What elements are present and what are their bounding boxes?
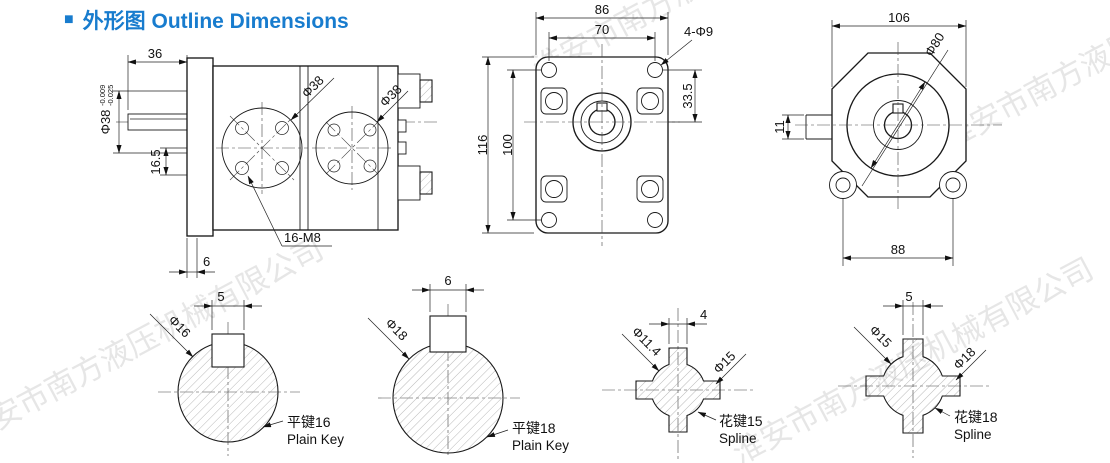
shaft-section (392, 342, 504, 454)
dim-text-116: 116 (475, 135, 490, 156)
watermark-text: 淮安市南方液压机械有限公司 (0, 231, 329, 451)
corner-hole (647, 62, 663, 78)
dim-text-phi18: Φ18 (383, 315, 411, 343)
key (429, 315, 467, 353)
dim-key-width-6: 6 (412, 273, 484, 312)
shaft-detail-key18: 6 Φ18 平键18 Plain Key (367, 273, 569, 458)
dim-text-4: 4 (700, 307, 707, 322)
detail-label: 平键16 Plain Key (262, 414, 344, 447)
dim-text-33-5: 33.5 (680, 83, 695, 108)
dim-text-36: 36 (148, 46, 162, 61)
dim-key-width-5: 5 (194, 289, 262, 330)
side-tab (805, 114, 832, 140)
dim-text-11: 11 (772, 120, 787, 134)
label-en: Plain Key (287, 432, 344, 447)
dim-minor-dia: Φ11.4 (621, 324, 664, 372)
dim-text-tol-lower: -0.025 (106, 85, 115, 106)
shaft-detail-spline15: 4 Φ11.4 Φ15 花键15 Spline (602, 307, 763, 460)
dim-offset-16-5: 16.5 (148, 147, 187, 176)
rear-gear-bore (312, 106, 392, 190)
dim-height-116: 116 (475, 56, 534, 234)
dim-flange-thickness: 6 (169, 238, 215, 278)
drive-shaft (127, 113, 188, 131)
dim-bolt-span-70: 70 (548, 22, 656, 61)
front-view: 86 70 4-Φ9 33.5 116 (475, 2, 713, 246)
front-gear-bore (216, 102, 308, 194)
corner-hole (541, 212, 557, 228)
dim-center-offset-33-5: 33.5 (663, 69, 702, 123)
port-boss-top (397, 73, 433, 109)
dim-tooth-width-5: 5 (883, 289, 943, 335)
side-view: 36 Φ38 -0.009 -0.025 16.5 Φ38 (98, 46, 438, 278)
dim-text-6: 6 (203, 254, 210, 269)
dim-tab-11: 11 (772, 114, 804, 140)
label-cn: 花键15 (719, 413, 763, 429)
foot-hole (835, 177, 851, 193)
dim-shaft-dia-18: Φ18 (367, 315, 411, 360)
dim-bolt-height-100: 100 (500, 69, 541, 221)
title-bullet-icon: ■ (64, 11, 74, 28)
dim-text-phi15: Φ15 (710, 348, 738, 376)
page-title: ■ 外形图 Outline Dimensions (64, 5, 349, 35)
dim-pilot-diameter: Φ38 -0.009 -0.025 (98, 85, 187, 154)
detail-label: 平键18 Plain Key (486, 420, 569, 453)
dim-text-106: 106 (888, 10, 910, 25)
dim-text-pilot: Φ38 (98, 110, 113, 135)
dim-text-key6: 6 (444, 273, 451, 288)
label-en: Spline (719, 431, 757, 446)
dim-foot-span-88: 88 (842, 199, 954, 266)
dim-shaft-length: 36 (127, 46, 188, 110)
dim-text-88: 88 (891, 242, 905, 257)
rear-view: Φ80 106 88 11 (772, 10, 1002, 266)
port-pads (540, 87, 664, 203)
dim-text-5: 5 (905, 289, 912, 304)
dim-width-106: 106 (831, 10, 967, 87)
foot-lug (939, 171, 967, 199)
dim-text-16-M8: 16-M8 (284, 230, 321, 245)
dim-major-dia: Φ15 (710, 348, 747, 385)
label-en: Spline (954, 427, 992, 442)
detail-label: 花键18 Spline (934, 407, 998, 442)
spline-section (635, 347, 721, 433)
dim-text-key5: 5 (217, 289, 224, 304)
port-boss-bottom (397, 165, 433, 201)
dim-text-70: 70 (595, 22, 609, 37)
label-cn: 平键18 (512, 420, 556, 436)
dim-text-86: 86 (595, 2, 609, 17)
dim-width-86: 86 (535, 2, 669, 55)
dim-text-phi11-4: Φ11.4 (629, 324, 664, 359)
dim-text-phi15: Φ15 (867, 322, 895, 350)
corner-hole (541, 62, 557, 78)
dim-text-100: 100 (500, 134, 515, 156)
dim-tooth-width-4: 4 (649, 307, 707, 344)
dim-text-4-phi9: 4-Φ9 (684, 24, 713, 39)
foot-hole (945, 177, 961, 193)
dim-text-16-5: 16.5 (148, 149, 163, 174)
dim-bolt-callout: 16-M8 (247, 175, 332, 247)
label-en: Plain Key (512, 438, 569, 453)
title-text: 外形图 Outline Dimensions (82, 10, 349, 33)
front-flange (186, 57, 214, 237)
dim-corner-holes: 4-Φ9 (660, 24, 713, 66)
label-cn: 平键16 (287, 414, 331, 430)
dim-text-tol-upper: -0.009 (98, 85, 107, 106)
detail-label: 花键15 Spline (697, 411, 763, 446)
corner-hole (647, 212, 663, 228)
label-cn: 花键18 (954, 409, 998, 425)
key (211, 333, 245, 368)
spline-section (865, 338, 961, 434)
shaft-detail-key16: 5 Φ16 平键16 Plain Key (149, 289, 344, 456)
foot-lug (829, 171, 857, 199)
